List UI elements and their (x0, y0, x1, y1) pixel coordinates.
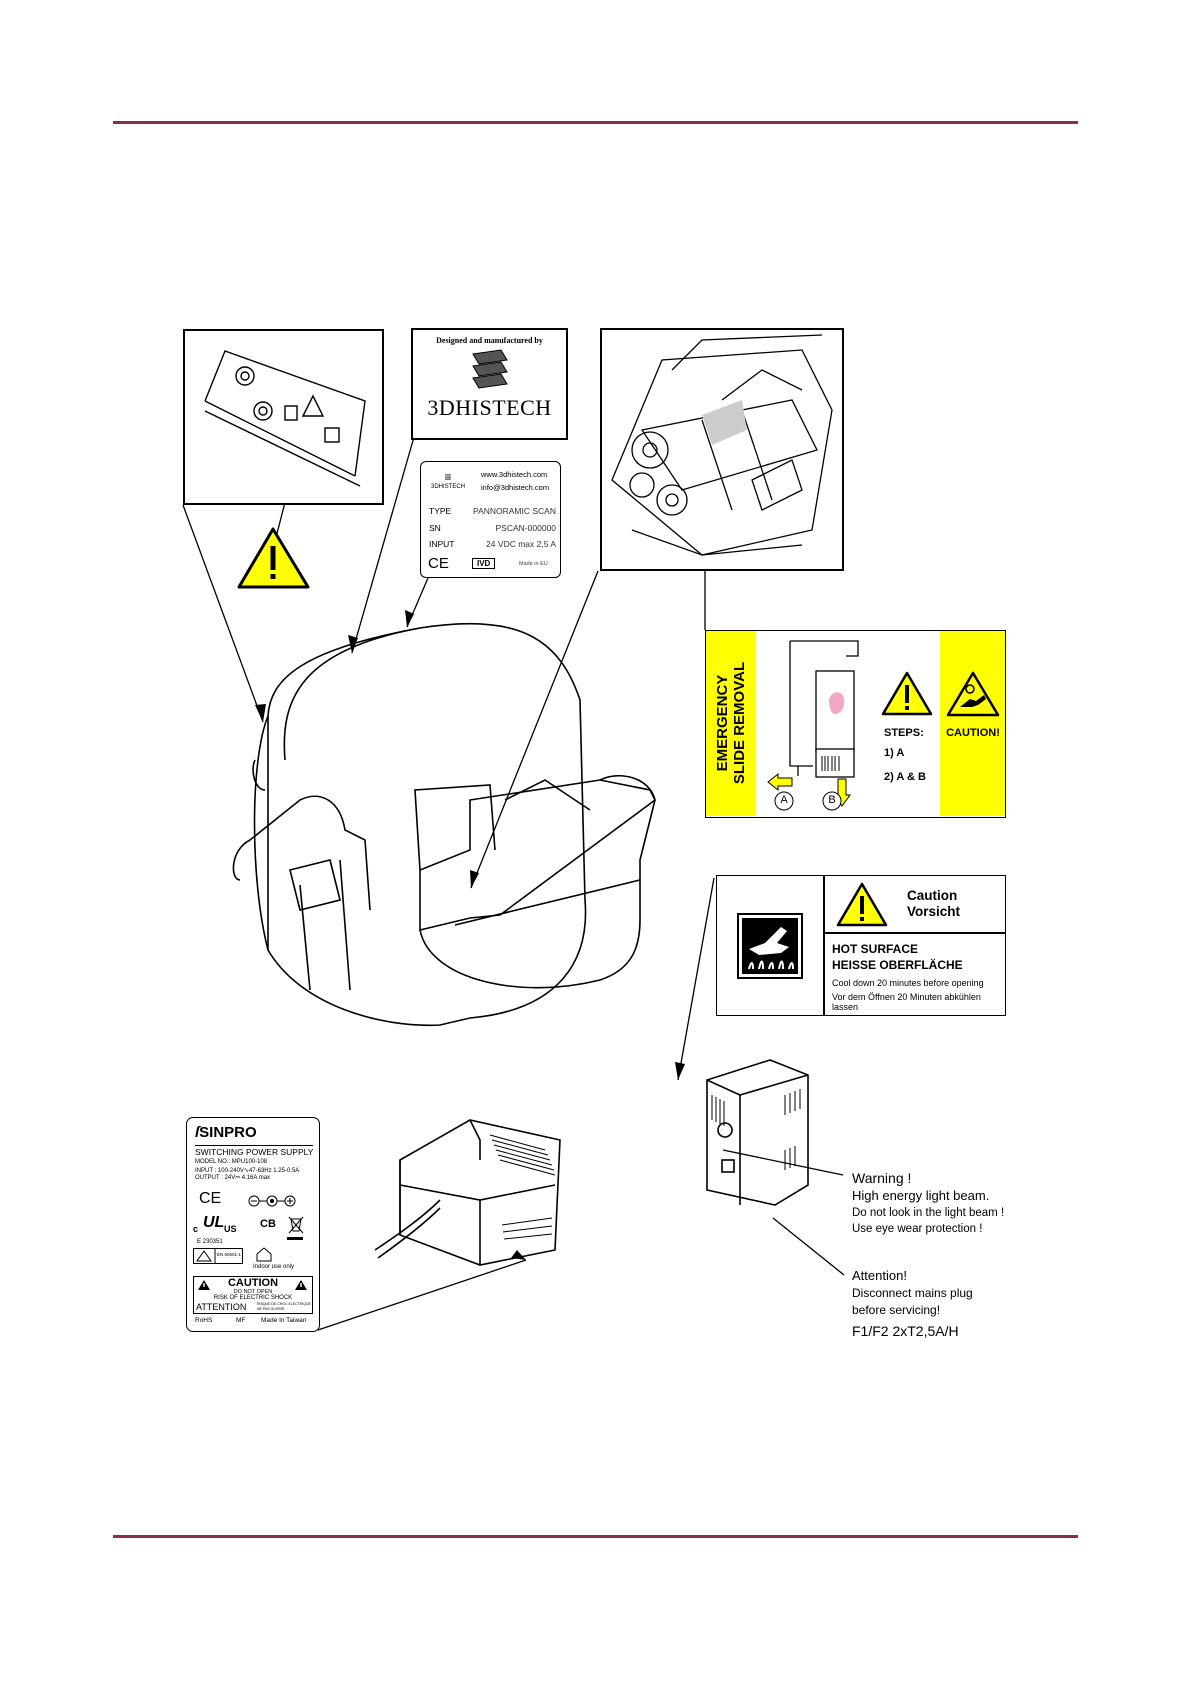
rating-plate-sn-key: SN (429, 523, 441, 533)
psu-attention: ATTENTION (196, 1302, 247, 1312)
psu-caution: CAUTION (227, 1277, 279, 1289)
scanner-drawing (232, 622, 657, 1027)
attention-line-2: before servicing! (852, 1303, 941, 1317)
3dhistech-logo-icon (471, 349, 508, 389)
caution-yellow-band (940, 631, 1005, 816)
attention-title: Attention! (852, 1268, 907, 1283)
psu-output: OUTPUT : 24V⎓ 4.16A max (195, 1175, 271, 1181)
sinpro-logo-icon: ſ (195, 1124, 200, 1141)
hot-surface-note-de: Vor dem Öffnen 20 Minuten abkühlen lasse… (832, 992, 981, 1012)
psu-made-in: Made In Taiwan (261, 1317, 307, 1324)
caution-text: CAUTION! (946, 727, 1000, 739)
rating-plate-email: info@3dhistech.com (481, 483, 550, 492)
tissue-sample-icon (828, 692, 845, 715)
emergency-yellow-band (706, 631, 756, 816)
en-standard-icon (193, 1248, 243, 1264)
weee-bar (287, 1237, 303, 1240)
psu-drawing (374, 1119, 561, 1266)
weee-bin-icon (288, 1216, 304, 1234)
warning-triangle-icon (237, 527, 310, 589)
hot-surface-title-en: HOT SURFACE (832, 942, 919, 956)
psu-mf: MF (236, 1317, 246, 1324)
en-standard: EN 60601-1 (217, 1252, 242, 1257)
rating-plate-type-key: TYPE (429, 506, 452, 516)
indoor-house-icon (256, 1247, 272, 1262)
indoor-use: Indoor use only (253, 1264, 295, 1270)
warning-title: Warning ! (852, 1170, 912, 1186)
psu-brand: ſSINPRO (195, 1124, 257, 1141)
psu-divider (195, 1145, 313, 1146)
manufacturer-brand: 3DHISTECH (427, 395, 552, 420)
emergency-title: EMERGENCY SLIDE REMOVAL (714, 661, 748, 785)
rating-plate-input-value: 24 VDC max 2,5 A (486, 539, 556, 549)
ul-file: E 230351 (197, 1239, 223, 1245)
caution-en: Caution (907, 888, 958, 903)
psu-model: MODEL NO.: MPU100-108 (195, 1159, 268, 1165)
psu-do-not-open: DO NOT OPEN (233, 1289, 273, 1295)
rating-plate-type-value: PANNORAMIC SCAN (473, 506, 556, 516)
hot-surface-warning-icon (836, 882, 888, 927)
footer-rule (113, 1535, 1078, 1538)
psu-label: ſSINPRO SWITCHING POWER SUPPLY MODEL NO.… (186, 1117, 320, 1332)
psu-caution-left-icon (198, 1280, 210, 1290)
psu-ce-mark: CE (199, 1190, 222, 1207)
rear-panel-detail (183, 329, 384, 505)
hot-surface-title-de: HEISSE OBERFLÄCHE (832, 958, 963, 972)
hot-surface-divider-h (824, 932, 1005, 934)
header-rule (113, 121, 1078, 124)
ul-us: US (224, 1224, 237, 1234)
rating-plate-website: www.3dhistech.com (481, 470, 548, 479)
mechanism-drawing (611, 334, 833, 556)
psu-caution-right-icon (295, 1280, 307, 1290)
rating-plate-logo-icon: ≡ (444, 470, 452, 484)
rating-plate-input-key: INPUT (429, 539, 455, 549)
step-2: 2) A & B (884, 771, 926, 783)
psu-shock: RISK OF ELECTRIC SHOCK (213, 1295, 293, 1301)
psu-fr-line2: NE PAS OUVRIR (257, 1307, 285, 1311)
psu-caution-block: CAUTION DO NOT OPEN RISK OF ELECTRIC SHO… (193, 1276, 313, 1314)
manufacturer-caption: Designed and manufactured by (436, 336, 543, 345)
psu-rohs: RoHS (195, 1317, 213, 1324)
manufacturer-label: Designed and manufactured by 3DHISTECH (411, 328, 568, 440)
psu-fr-line1: RISQUE DE CHOC ELECTRIQUE (257, 1302, 311, 1306)
hot-surface-label: Caution Vorsicht HOT SURFACE HEISSE OBER… (716, 875, 1006, 1016)
fuse-rating: F1/F2 2xT2,5A/H (852, 1323, 959, 1339)
rating-plate: ≡ 3DHISTECH www.3dhistech.com info@3dhis… (420, 461, 561, 578)
marker-b: B (828, 794, 836, 806)
steps-title: STEPS: (884, 727, 924, 739)
hand-crush-warning-icon (946, 671, 1000, 717)
caution-de: Vorsicht (907, 904, 961, 919)
ce-mark: CE (428, 555, 449, 572)
ul-mark-icon: UL (203, 1214, 225, 1231)
marker-a: A (780, 794, 788, 806)
emergency-slide-removal-label: EMERGENCY SLIDE REMOVAL A B STEPS: 1) A … (705, 630, 1006, 818)
hot-surface-icon (737, 913, 803, 979)
rear-panel-drawing (204, 350, 366, 487)
warning-line-1: High energy light beam. (852, 1188, 990, 1203)
mechanism-detail (600, 328, 844, 571)
rating-plate-sn-value: PSCAN-000000 (495, 523, 556, 533)
hot-surface-divider (823, 876, 825, 1015)
step-1: 1) A (884, 747, 905, 759)
attention-line-1: Disconnect mains plug (852, 1286, 973, 1300)
psu-product: SWITCHING POWER SUPPLY (195, 1147, 314, 1157)
warning-line-3: Use eye wear protection ! (852, 1223, 983, 1235)
light-source-drawing (706, 1059, 809, 1206)
hot-surface-note-en: Cool down 20 minutes before opening (832, 978, 984, 988)
ivd-mark: IVD (472, 558, 496, 569)
polarity-icon (248, 1195, 296, 1207)
rating-plate-logo: ≡ 3DHISTECH (431, 470, 466, 490)
emergency-warning-icon (881, 671, 933, 716)
warning-line-2: Do not look in the light beam ! (852, 1207, 1005, 1219)
rating-plate-origin: Made in EU (519, 561, 548, 567)
slide-holder-drawing (767, 640, 859, 811)
psu-input: INPUT : 100-240V∿47-63Hz 1.25-0.5A (195, 1168, 300, 1174)
ul-c: c (193, 1224, 199, 1234)
cb-mark: CB (260, 1218, 276, 1230)
